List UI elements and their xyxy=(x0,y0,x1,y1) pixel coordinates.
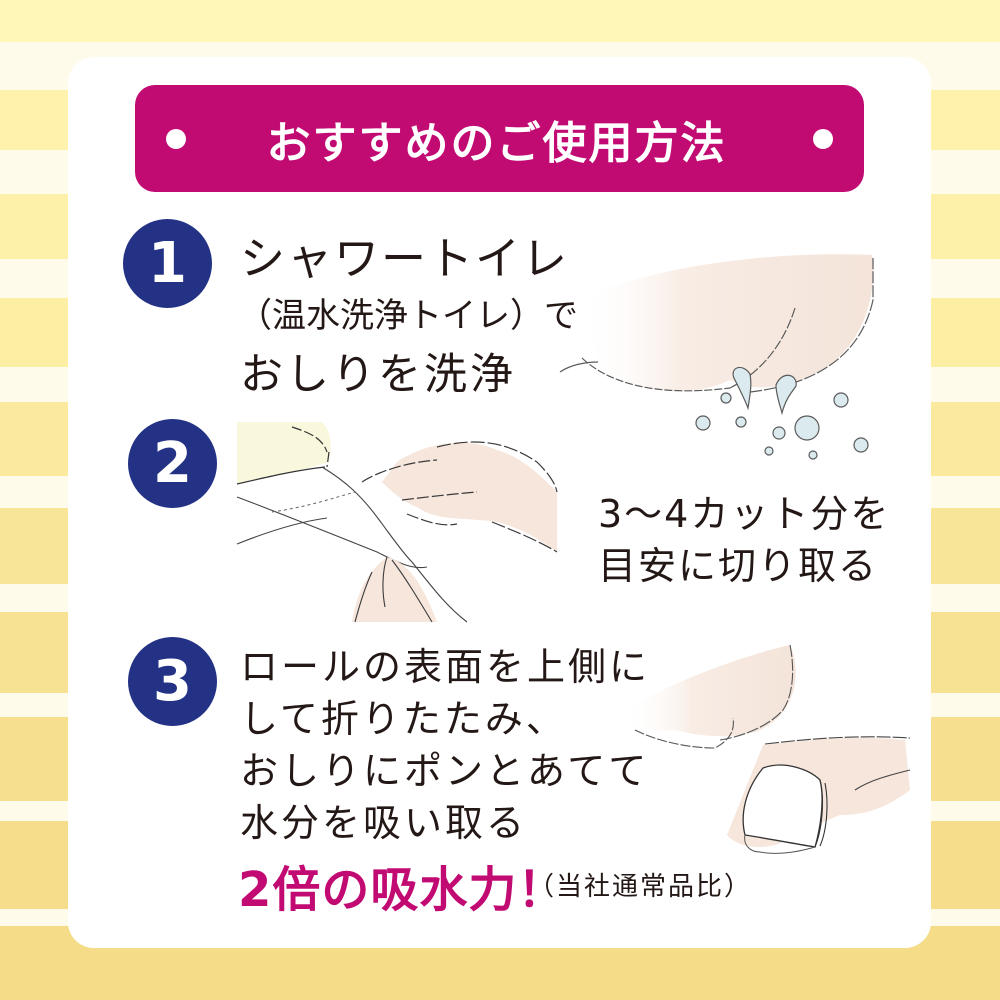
background-stripe xyxy=(0,0,1000,42)
step-1-line-2: （温水洗浄トイレ）で xyxy=(238,296,578,336)
buttocks-water-splash-illustration xyxy=(559,254,874,460)
bullet-dot-icon xyxy=(813,128,833,149)
step-number-badge: 1 xyxy=(123,219,212,308)
step-2-line-1: 3〜4カット分を xyxy=(598,492,891,536)
step-number-badge: 3 xyxy=(128,637,217,726)
step-3-line-3: おしりにポンとあてて xyxy=(240,749,650,793)
step-1-line-1: シャワートイレ xyxy=(240,232,570,285)
header-banner: おすすめのご使用方法 xyxy=(135,85,864,192)
bullet-dot-icon xyxy=(166,128,186,149)
step-1-line-3: おしりを洗浄 xyxy=(240,350,516,400)
comparison-note: （当社通常品比） xyxy=(528,872,753,902)
step-number-badge: 2 xyxy=(128,419,217,508)
step-2-line-2: 目安に切り取る xyxy=(598,544,879,588)
step-3-line-2: して折りたたみ、 xyxy=(240,697,567,741)
page-title: おすすめのご使用方法 xyxy=(266,117,727,169)
hand-pressing-folded-paper-illustration xyxy=(625,644,911,854)
step-3-line-4: 水分を吸い取る xyxy=(240,801,528,845)
step-3-line-1: ロールの表面を上側に xyxy=(240,645,651,689)
hands-tearing-paper-illustration xyxy=(236,422,558,623)
absorbency-highlight: 2倍の吸水力！ xyxy=(238,862,567,918)
